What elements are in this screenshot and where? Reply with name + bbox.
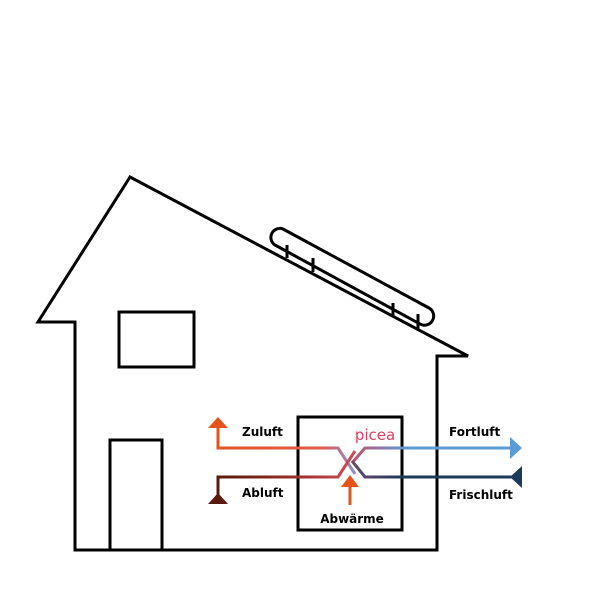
abluft-flow [208, 450, 357, 504]
label-abluft: Abluft [242, 486, 284, 500]
abwaerme-flow [341, 475, 359, 505]
abwaerme-arrow-icon [341, 475, 359, 487]
zuluft-flow [208, 417, 357, 475]
fortluft-arrow-icon [510, 437, 522, 459]
house-outline [35, 175, 469, 552]
fortluft-flow [350, 437, 522, 464]
house-window [117, 310, 196, 369]
house-door [108, 438, 164, 552]
frischluft-flow [350, 460, 522, 488]
label-frischluft: Frischluft [449, 488, 513, 502]
zuluft-arrow-icon [208, 417, 228, 428]
solar-panel-icon [269, 226, 436, 330]
abluft-arrow-icon [208, 493, 228, 504]
label-zuluft: Zuluft [242, 425, 283, 439]
label-fortluft: Fortluft [449, 425, 500, 439]
brand-logo: picea [355, 426, 395, 444]
label-abwaerme: Abwärme [320, 512, 384, 526]
ventilation-unit-box [296, 415, 404, 532]
frischluft-arrow-icon [510, 466, 522, 488]
